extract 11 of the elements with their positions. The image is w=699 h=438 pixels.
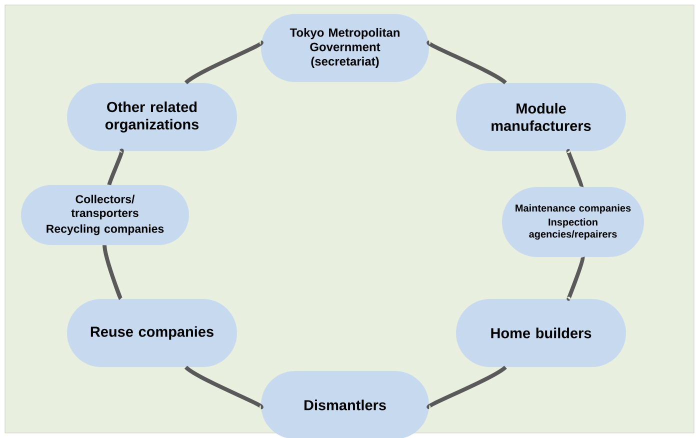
ring-arc bbox=[566, 257, 585, 300]
organization-pill: Maintenance companies Inspection agencies/repairers bbox=[502, 186, 644, 257]
ring-arc bbox=[427, 42, 507, 84]
ring-arc bbox=[566, 150, 584, 188]
ring-arc bbox=[427, 366, 507, 408]
organization-pill: Collectors/ transporters Recycling companies bbox=[21, 184, 189, 245]
ring-arc bbox=[184, 42, 263, 84]
ring-arc bbox=[184, 366, 263, 408]
organization-pill: Dismantlers bbox=[261, 370, 429, 438]
ring-arc bbox=[107, 149, 124, 186]
ring-arc bbox=[102, 245, 123, 300]
